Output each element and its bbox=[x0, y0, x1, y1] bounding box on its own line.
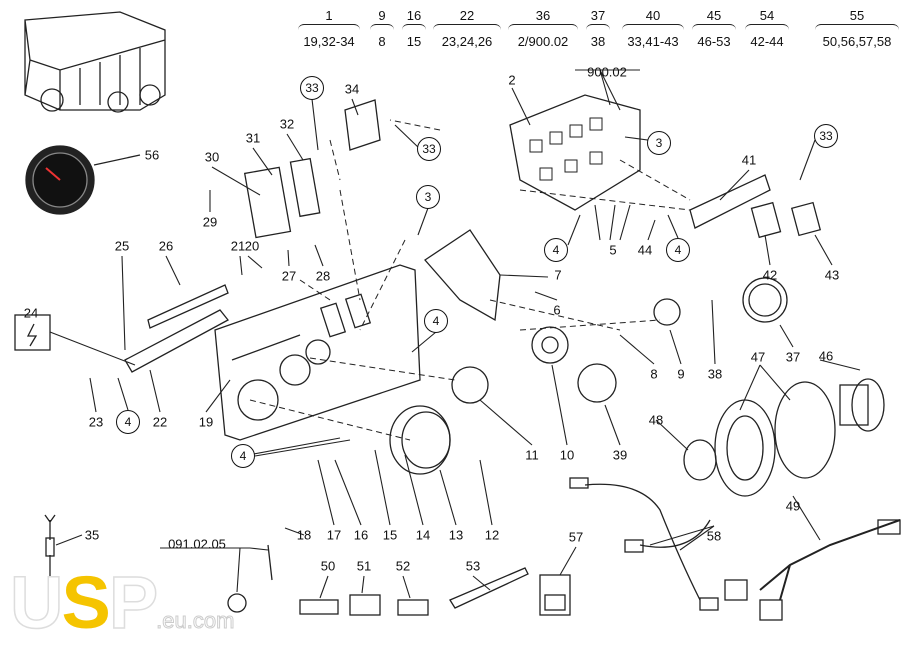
ref-bottom: 33,41-43 bbox=[627, 34, 679, 49]
callout-14: 14 bbox=[415, 527, 431, 543]
ref-group: 54 42-44 bbox=[745, 8, 789, 49]
ref-top: 22 bbox=[459, 8, 475, 23]
callout-47: 47 bbox=[750, 349, 766, 365]
ref-top: 54 bbox=[759, 8, 775, 23]
callout-4: 4 bbox=[116, 410, 140, 434]
ref-bottom: 15 bbox=[406, 34, 422, 49]
callout-33: 33 bbox=[814, 124, 838, 148]
callout-11: 11 bbox=[525, 447, 539, 463]
ref-top: 16 bbox=[406, 8, 422, 23]
callout-33: 33 bbox=[417, 137, 441, 161]
usp-logo: USP.eu.com bbox=[9, 560, 235, 645]
callout-41: 41 bbox=[741, 152, 757, 168]
callout-24: 24 bbox=[23, 305, 39, 321]
callout-19: 19 bbox=[198, 414, 214, 430]
callout-15: 15 bbox=[382, 527, 398, 543]
ref-bottom: 19,32-34 bbox=[303, 34, 355, 49]
ref-bottom: 38 bbox=[590, 34, 606, 49]
callout-30: 30 bbox=[204, 149, 220, 165]
ref-bottom: 42-44 bbox=[750, 34, 784, 49]
callout-9: 9 bbox=[677, 366, 685, 382]
callout-26: 26 bbox=[158, 238, 174, 254]
ref-top: 45 bbox=[706, 8, 722, 23]
callout-35: 35 bbox=[84, 527, 100, 543]
callout-42: 42 bbox=[762, 267, 778, 283]
callout-34: 34 bbox=[344, 81, 360, 97]
ref-bottom: 8 bbox=[378, 34, 386, 49]
callout-4: 4 bbox=[424, 309, 448, 333]
ref-top: 40 bbox=[645, 8, 661, 23]
ref-group: 36 2/900.02 bbox=[508, 8, 578, 49]
ref-group: 37 38 bbox=[586, 8, 610, 49]
callout-2: 2 bbox=[508, 72, 516, 88]
logo-u: U bbox=[9, 560, 64, 645]
callout-50: 50 bbox=[320, 558, 336, 574]
callout-6: 6 bbox=[553, 302, 561, 318]
callout-3: 3 bbox=[416, 185, 440, 209]
callout-37: 37 bbox=[785, 349, 801, 365]
ref-top: 55 bbox=[849, 8, 865, 23]
callout-28: 28 bbox=[315, 268, 331, 284]
callout-43: 43 bbox=[824, 267, 840, 283]
logo-p: P bbox=[108, 560, 159, 645]
callout-4: 4 bbox=[231, 444, 255, 468]
callout-46: 46 bbox=[818, 348, 834, 364]
callout-8: 8 bbox=[650, 366, 658, 382]
callout-49: 49 bbox=[785, 498, 801, 514]
callout-23: 23 bbox=[88, 414, 104, 430]
callout-22: 22 bbox=[152, 414, 168, 430]
ref-group: 40 33,41-43 bbox=[622, 8, 684, 49]
ref-top: 9 bbox=[378, 8, 386, 23]
callout-31: 31 bbox=[245, 130, 261, 146]
callout-4: 4 bbox=[544, 238, 568, 262]
ref-group: 45 46-53 bbox=[692, 8, 736, 49]
callout-57: 57 bbox=[568, 529, 584, 545]
callout-51: 51 bbox=[356, 558, 372, 574]
ref-top: 37 bbox=[590, 8, 606, 23]
callout-56: 56 bbox=[144, 147, 160, 163]
callout-12: 12 bbox=[484, 527, 500, 543]
ref-bottom: 23,24,26 bbox=[441, 34, 493, 49]
ref-group: 55 50,56,57,58 bbox=[815, 8, 899, 49]
ref-group: 22 23,24,26 bbox=[433, 8, 501, 49]
callout-20: 20 bbox=[244, 238, 260, 254]
callout-900-02: 900.02 bbox=[587, 64, 627, 80]
ref-group: 1 19,32-34 bbox=[298, 8, 360, 49]
ref-top: 1 bbox=[325, 8, 333, 23]
callout-32: 32 bbox=[279, 116, 295, 132]
callout-10: 10 bbox=[559, 447, 575, 463]
callout-5: 5 bbox=[609, 242, 617, 258]
callout-44: 44 bbox=[637, 242, 653, 258]
logo-s: S bbox=[61, 561, 110, 644]
callout-29: 29 bbox=[202, 214, 218, 230]
callout-48: 48 bbox=[648, 412, 664, 428]
ref-top: 36 bbox=[535, 8, 551, 23]
callout-33: 33 bbox=[300, 76, 324, 100]
ref-bottom: 46-53 bbox=[697, 34, 731, 49]
instrument-panel-19 bbox=[214, 264, 421, 441]
ref-bottom: 50,56,57,58 bbox=[822, 34, 892, 49]
vehicle-illustration bbox=[24, 11, 166, 113]
ref-bottom: 2/900.02 bbox=[517, 34, 569, 49]
callout-25: 25 bbox=[114, 238, 130, 254]
callout-16: 16 bbox=[353, 527, 369, 543]
callout-27: 27 bbox=[281, 268, 297, 284]
logo-domain: .eu.com bbox=[156, 608, 235, 634]
gauge-56 bbox=[25, 145, 141, 215]
callout-13: 13 bbox=[448, 527, 464, 543]
callout-38: 38 bbox=[707, 366, 723, 382]
callout-53: 53 bbox=[465, 558, 481, 574]
callout-21: 21 bbox=[230, 238, 246, 254]
callout-39: 39 bbox=[612, 447, 628, 463]
callout-7: 7 bbox=[554, 267, 562, 283]
callout-58: 58 bbox=[706, 528, 722, 544]
callout-091-02-05: 091.02.05 bbox=[168, 536, 226, 552]
callout-18: 18 bbox=[296, 527, 312, 543]
callout-3: 3 bbox=[647, 131, 671, 155]
callout-52: 52 bbox=[395, 558, 411, 574]
callout-4: 4 bbox=[666, 238, 690, 262]
callout-17: 17 bbox=[326, 527, 342, 543]
